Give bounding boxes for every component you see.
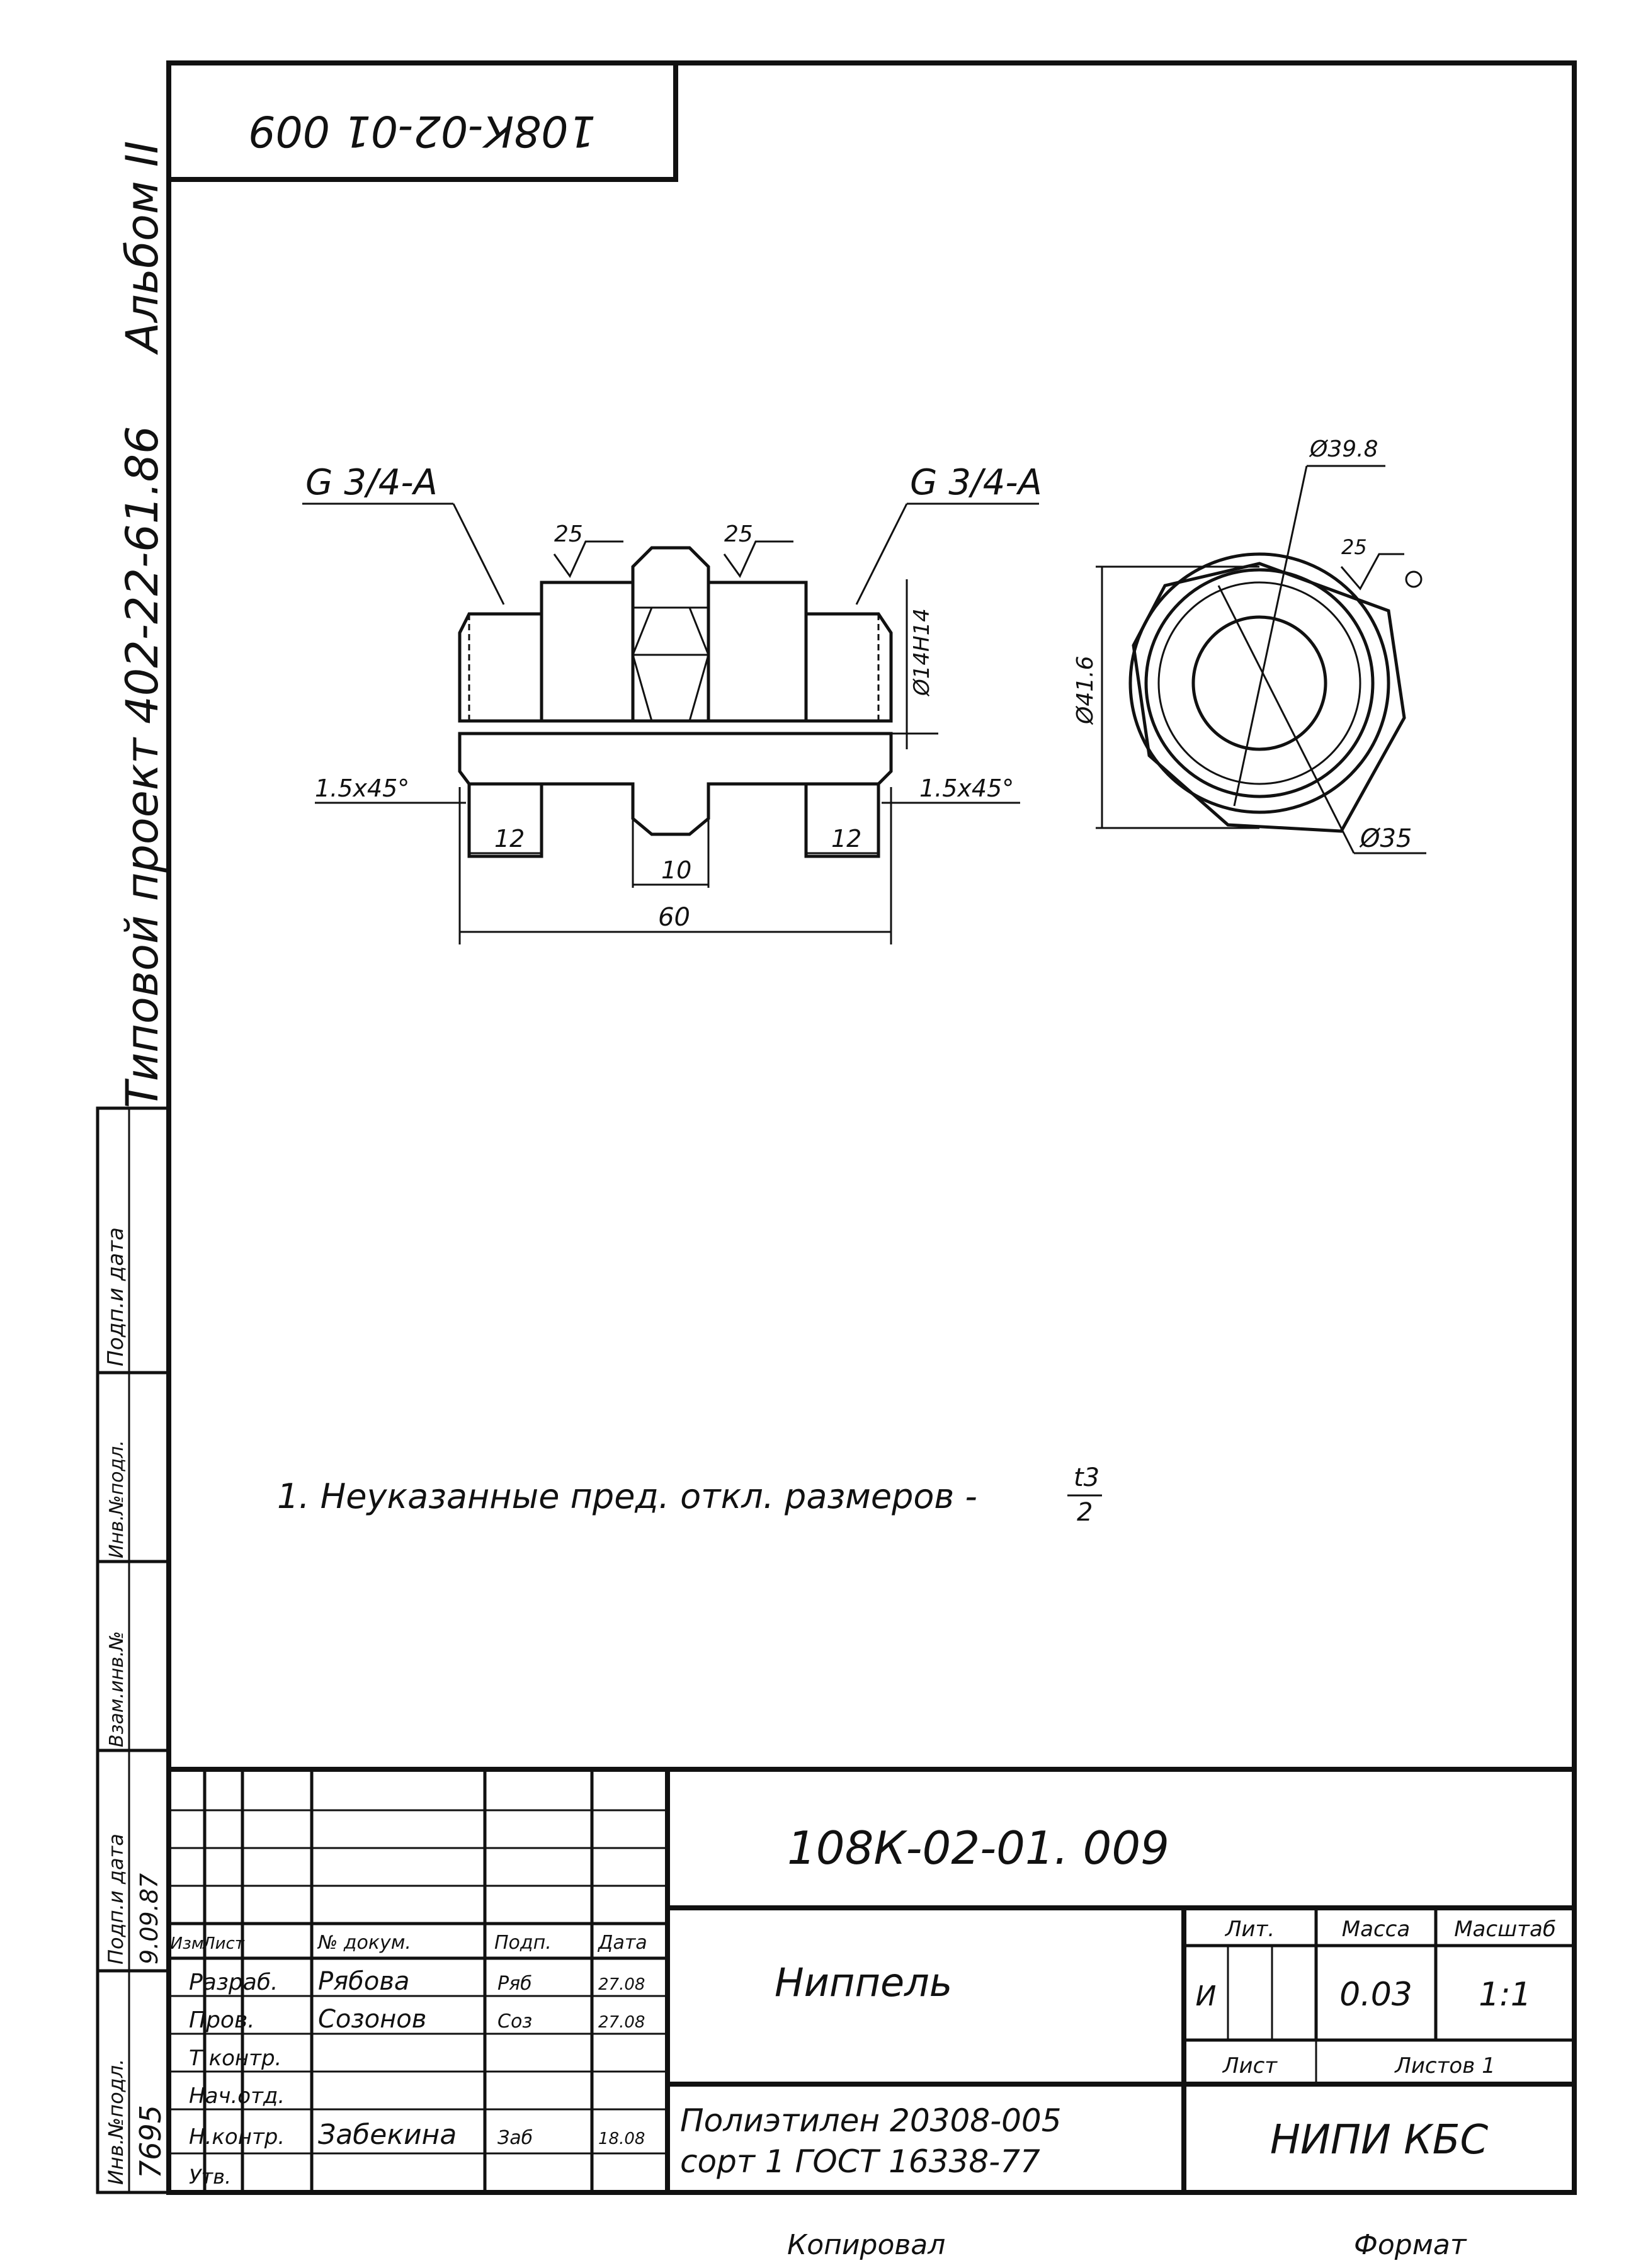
dim-10: 10 <box>661 856 691 884</box>
sign-prov: Соз <box>497 2010 532 2033</box>
stamp-label-inv2: Инв.№подл. <box>106 1440 128 1558</box>
head-scale: Масштаб <box>1454 1917 1556 1942</box>
head-mass: Масса <box>1342 1917 1410 1942</box>
roughness-right: 25 <box>724 521 753 547</box>
dim-12-right: 12 <box>831 825 861 853</box>
dia-35-label: Ø35 <box>1359 824 1412 853</box>
note-1: 1. Неуказанные пред. откл. размеров - <box>277 1477 977 1516</box>
name-razrab: Рябова <box>318 1967 409 1996</box>
stamp-label-inv1: Инв.№подл. <box>104 2059 128 2185</box>
head-lit: Лит. <box>1224 1917 1275 1942</box>
col-list: Лист <box>202 1934 245 1953</box>
left-stamp <box>96 1106 171 2194</box>
lit-value: И <box>1196 1980 1217 2012</box>
top-code-box <box>166 60 678 182</box>
kopiroval-label: Копировал <box>787 2229 945 2261</box>
margin-title: Типовой проект 402-22-61.86 <box>116 426 168 1108</box>
col-izm: Изм <box>171 1934 204 1953</box>
sign-nkontr: Заб <box>497 2127 533 2149</box>
role-razrab: Разраб. <box>189 1970 278 1995</box>
col-sign: Подп. <box>494 1932 552 1954</box>
doc-code: 108К-02-01. 009 <box>787 1822 1169 1874</box>
roughness-left: 25 <box>554 521 583 547</box>
sign-razrab: Ряб <box>497 1973 532 1995</box>
note-1-numerator: t3 <box>1074 1463 1099 1492</box>
date-razrab: 27.08 <box>598 1975 645 1994</box>
dim-60: 60 <box>658 903 690 932</box>
thread-right-label: G 3/4-A <box>910 462 1042 503</box>
top-code: 108К-02-01 009 <box>248 106 596 156</box>
title-block <box>169 1767 1574 2192</box>
nipple-end-view <box>1096 465 1426 854</box>
chamfer-left-label: 1.5x45° <box>315 774 409 802</box>
part-name: Ниппель <box>775 1959 952 2005</box>
stamp-sign-date: 9.09.87 <box>135 1873 163 1965</box>
stamp-label-vzam: Взам.инв.№ <box>106 1631 128 1747</box>
sheet-label: Лист <box>1222 2053 1278 2078</box>
margin-album: Альбом II <box>116 141 168 355</box>
date-nkontr: 18.08 <box>598 2129 645 2148</box>
role-nkontr: Н.контр. <box>189 2124 285 2150</box>
roughness-end: 25 <box>1341 535 1367 559</box>
name-prov: Созонов <box>318 2005 426 2034</box>
name-nkontr: Забекина <box>318 2119 457 2151</box>
stamp-label-sign2: Подп.и дата <box>103 1227 128 1366</box>
dia-39-label: Ø39.8 <box>1309 436 1378 462</box>
col-date: Дата <box>597 1932 647 1954</box>
note-1-denominator: 2 <box>1077 1498 1093 1527</box>
format-label: Формат <box>1354 2229 1467 2261</box>
scale-value: 1:1 <box>1479 1976 1531 2014</box>
dim-12-left: 12 <box>494 825 525 853</box>
sheets-label: Листов 1 <box>1394 2053 1495 2078</box>
role-tkontr: Т.контр. <box>189 2046 281 2071</box>
col-doc: № докум. <box>317 1932 411 1954</box>
stamp-label-sign1: Подп.и дата <box>104 1834 128 1965</box>
stamp-inv-number: 7695 <box>133 2105 168 2179</box>
nipple-section-view <box>458 546 893 888</box>
role-prov: Пров. <box>189 2007 255 2033</box>
material-line-1: Полиэтилен 20308-005 <box>680 2102 1062 2139</box>
mass-value: 0.03 <box>1339 1976 1412 2014</box>
material-line-2: сорт 1 ГОСТ 16338-77 <box>680 2143 1040 2180</box>
bore-dia-label: Ø14H14 <box>909 608 934 697</box>
dia-41-label: Ø41.6 <box>1072 656 1098 726</box>
role-utv: Утв. <box>189 2165 231 2189</box>
chamfer-right-label: 1.5x45° <box>919 774 1014 802</box>
date-prov: 27.08 <box>598 2013 645 2032</box>
front-view-dimensions <box>302 502 1039 944</box>
thread-left-label: G 3/4-A <box>305 462 438 503</box>
role-nachotd: Нач.отд. <box>189 2084 285 2109</box>
organization: НИПИ КБС <box>1270 2117 1489 2163</box>
